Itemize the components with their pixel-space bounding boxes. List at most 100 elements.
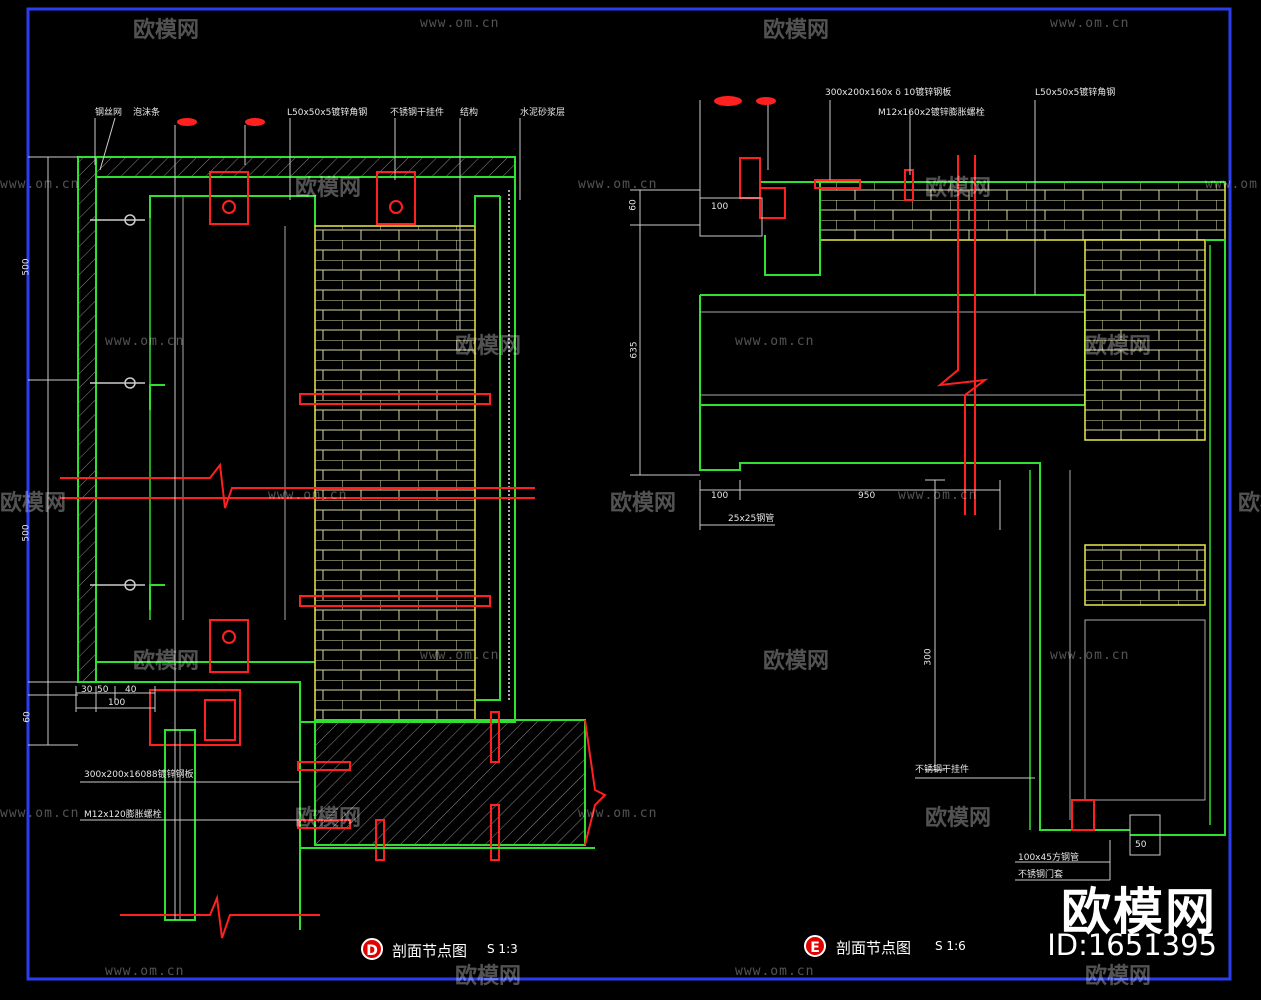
watermark-url: www.om.cn — [578, 806, 658, 821]
d-label-top-3: L50x50x5镀锌角钢 — [287, 108, 368, 118]
d-label-top-2: 泡沫条 — [133, 108, 161, 118]
watermark-url: www.om.cn — [735, 964, 815, 979]
d-angle-low — [149, 584, 165, 610]
d-label-bot-1: 300x200x16088镀锌钢板 — [84, 770, 194, 780]
e-label-top-3: L50x50x5镀锌角钢 — [1035, 88, 1116, 98]
watermark-logo: 欧模网 — [1085, 334, 1152, 359]
d-detail-badge: D — [361, 938, 383, 960]
e-right-wall — [1130, 239, 1226, 836]
e-bolt-top-2 — [904, 169, 914, 201]
d-bottom-break — [120, 894, 320, 939]
watermark-url: www.om.cn — [1205, 177, 1261, 192]
d-bolt-v1 — [490, 711, 500, 763]
d-stone-panel — [77, 156, 97, 683]
d-label-top-5: 结构 — [460, 108, 479, 118]
e-tag-2 — [756, 97, 776, 105]
brand-id: ID:1651395 — [1047, 928, 1217, 962]
d-slab-break — [584, 719, 607, 846]
d-right-wall — [475, 196, 501, 701]
d-bolt-4 — [297, 819, 351, 829]
brand-name: 欧模网 — [1061, 883, 1217, 941]
d-dim-v2: 500 — [21, 524, 32, 542]
e-top-left — [764, 185, 821, 276]
e-dim-v2: 635 — [629, 341, 640, 359]
d-anchor-low — [209, 619, 249, 673]
e-dim-h4: 50 — [1135, 840, 1147, 850]
watermark-logo: 欧模网 — [1238, 491, 1261, 516]
e-dim-v1: 60 — [628, 199, 639, 211]
d-anchor-top-2-hole — [389, 200, 403, 214]
watermark-logo: 欧模网 — [133, 18, 200, 43]
e-brick-right-2 — [1084, 544, 1206, 606]
e-detail-badge: E — [804, 935, 826, 957]
drawing-frame — [26, 7, 1232, 981]
d-detail-scale: S 1:3 — [487, 942, 518, 956]
e-brick-right-1 — [1084, 239, 1206, 441]
d-bolt-2 — [299, 595, 491, 607]
watermark-logo: 欧模网 — [763, 649, 830, 674]
e-label-bot-2: 100x45方钢管 — [1018, 853, 1079, 863]
watermark-logo: 欧模网 — [295, 176, 362, 201]
watermark-logo: 欧模网 — [925, 806, 992, 831]
e-label-bot-3: 不锈钢门套 — [1018, 870, 1064, 880]
d-tag-1 — [177, 118, 197, 126]
watermark-url: www.om.cn — [268, 488, 348, 503]
watermark-url: www.om.cn — [105, 334, 185, 349]
d-anchor-top-2 — [376, 171, 416, 225]
e-dim-h1: 100 — [711, 202, 729, 212]
watermark-url: www.om.cn — [578, 177, 658, 192]
e-door-frame — [699, 197, 763, 237]
watermark-logo: 欧模网 — [133, 649, 200, 674]
watermark-logo: 欧模网 — [763, 18, 830, 43]
e-detail-scale: S 1:6 — [935, 939, 966, 953]
watermark-url: www.om.cn — [735, 334, 815, 349]
d-angle-top — [149, 195, 316, 226]
d-anchor-top-1-hole — [222, 200, 236, 214]
watermark-logo: 欧模网 — [610, 491, 677, 516]
watermark-url: www.om.cn — [105, 964, 185, 979]
d-base-plate-inner — [204, 699, 236, 741]
d-inner-frame — [96, 681, 301, 930]
d-dim-h1: 30 — [81, 685, 93, 695]
e-brick-top — [819, 181, 1226, 241]
watermark-url: www.om.cn — [0, 177, 80, 192]
e-label-bot-1: 不锈钢干挂件 — [915, 765, 970, 775]
detail-e — [630, 96, 1226, 881]
watermark-url: www.om.cn — [1050, 16, 1130, 31]
e-anchor-top — [739, 157, 761, 199]
d-angle-mid — [149, 384, 165, 410]
d-dim-h4: 100 — [108, 698, 126, 708]
d-break-line — [60, 462, 535, 509]
e-anchor-bottom — [1071, 799, 1095, 831]
watermark-logo: 欧模网 — [925, 176, 992, 201]
d-detail-title: 剖面节点图 — [392, 942, 468, 960]
d-anchor-top-1 — [209, 171, 249, 225]
e-dimensions — [630, 100, 1111, 881]
e-tag-1 — [714, 96, 742, 106]
e-detail-title: 剖面节点图 — [836, 939, 912, 957]
watermark-logo: 欧模网 — [1085, 964, 1152, 989]
d-dimensions — [28, 117, 521, 920]
detail-d — [28, 117, 607, 939]
watermark-url: www.om.cn — [420, 648, 500, 663]
watermark-logo: 欧模网 — [455, 334, 522, 359]
e-break-vertical — [936, 155, 989, 515]
watermark-logo: 欧模网 — [0, 491, 67, 516]
d-bolt-3 — [297, 761, 351, 771]
e-anchor-top-2 — [759, 187, 786, 219]
e-dim-h2: 100 — [711, 491, 729, 501]
d-fixings — [90, 214, 145, 591]
e-label-top-1: 300x200x160x δ 10镀锌钢板 — [825, 88, 952, 98]
e-beam-lower — [699, 405, 1130, 831]
d-dim-v1: 500 — [21, 258, 32, 276]
e-door-frame-2 — [1129, 814, 1161, 856]
d-bolt-1 — [299, 393, 491, 405]
d-brick-wall — [314, 225, 476, 721]
d-label-bot-2: M12x120膨胀螺栓 — [84, 810, 162, 820]
d-dim-h2: 50 — [97, 685, 109, 695]
d-label-top-4: 不锈钢干挂件 — [390, 108, 445, 118]
d-bolt-v3 — [375, 819, 385, 861]
watermark-url: www.om.cn — [420, 16, 500, 31]
e-brick-right-3 — [1084, 619, 1206, 801]
watermark-url: www.om.cn — [898, 488, 978, 503]
